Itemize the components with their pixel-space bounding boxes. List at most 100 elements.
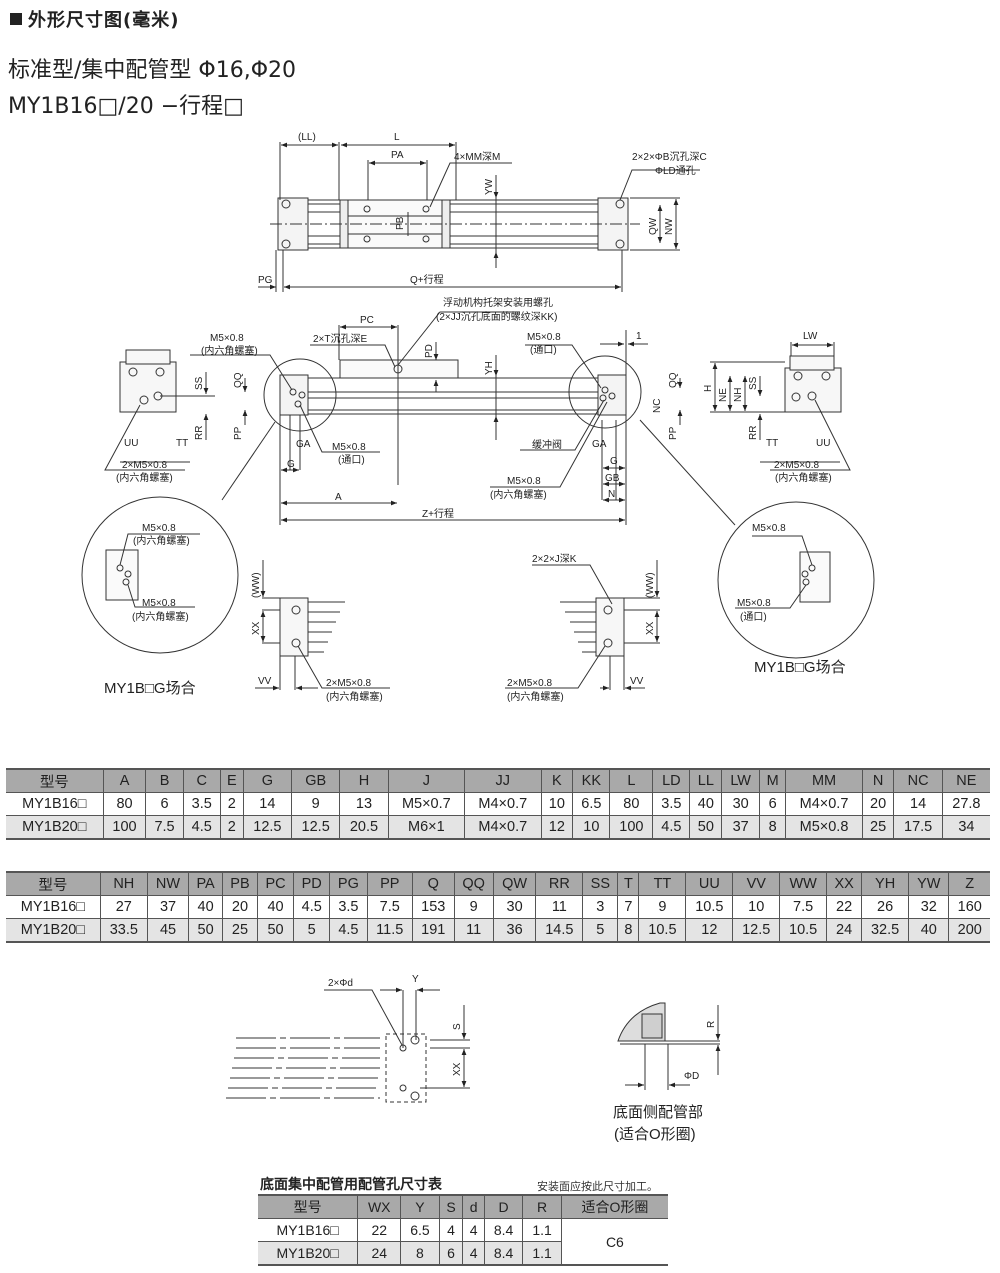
column-header: L (609, 769, 653, 793)
label-q-stroke: Q+行程 (410, 273, 444, 286)
label-ll: (LL) (298, 132, 316, 143)
label-g-left: G (287, 459, 295, 470)
table-cell: 6 (145, 792, 184, 816)
column-header: PG (329, 872, 367, 896)
label-tt-left: TT (176, 438, 188, 449)
section-title: 外形尺寸图(毫米) (10, 6, 179, 32)
table-cell: 2 (219, 815, 244, 839)
column-header: PB (221, 872, 258, 896)
label-ports-left: 2×M5×0.8 (122, 460, 167, 471)
column-header: B (145, 769, 184, 793)
label-counterbore: 2×2×ΦB沉孔深C (632, 150, 707, 163)
table-cell: 7.5 (366, 895, 413, 919)
label-pc: PC (360, 315, 374, 326)
table-cell: 9 (638, 895, 686, 919)
oring-cell: C6 (560, 1218, 668, 1266)
table-cell: 3.5 (182, 792, 221, 816)
label-qq-right: QQ (668, 372, 679, 388)
table-cell: 10.5 (685, 895, 733, 919)
column-header: PD (293, 872, 330, 896)
table-cell: 50 (188, 918, 223, 942)
column-header: J (387, 769, 465, 793)
label-ne: NE (718, 388, 729, 402)
label-ports-note-right: (内六角螺塞) (775, 471, 832, 484)
column-header: LL (689, 769, 722, 793)
table-cell: 40 (188, 895, 223, 919)
right-end-view (710, 342, 851, 471)
column-header: PA (188, 872, 223, 896)
table-cell: MY1B16□ (22, 796, 87, 812)
label-n: N (608, 489, 615, 500)
label-hex-plug: (内六角螺塞) (201, 344, 258, 357)
table-cell: 32 (908, 895, 949, 919)
table-cell: 4 (462, 1241, 485, 1265)
table-cell: 4.5 (293, 895, 330, 919)
label-ww-right: (WW) (645, 572, 656, 598)
label-port-xx: XX (452, 1062, 463, 1076)
column-header: NW (146, 872, 189, 896)
label-rr-left: RR (194, 426, 205, 440)
port-table-note: 安装面应按此尺寸加工。 (537, 1180, 658, 1193)
label-uu-right: UU (816, 438, 830, 449)
label-pp-left: PP (233, 426, 244, 440)
column-header: Y (400, 1195, 440, 1219)
column-header: T (617, 872, 639, 896)
table-cell: 33.5 (99, 918, 148, 942)
left-end-view (104, 349, 215, 471)
detail-right (639, 419, 875, 659)
label-qq-left: QQ (233, 372, 244, 388)
column-header: MM (785, 769, 863, 793)
label-ports-note-bottom-left: (内六角螺塞) (326, 690, 383, 703)
label-thru-port-right: (通口) (530, 344, 557, 356)
label-nc: NC (652, 399, 663, 413)
column-header: RR (535, 872, 583, 896)
table-cell: 8.4 (483, 1241, 523, 1265)
label-port-d: 2×Φd (328, 978, 353, 989)
table-cell: 100 (102, 815, 146, 839)
label-ga-right: GA (592, 439, 607, 450)
column-header: C (182, 769, 221, 793)
table-cell: 200 (948, 918, 990, 942)
table-cell: 14.5 (535, 918, 583, 942)
column-header: UU (685, 872, 733, 896)
label-ports-bottom-left: 2×M5×0.8 (326, 678, 371, 689)
column-header: KK (572, 769, 610, 793)
label-pa: PA (391, 150, 404, 161)
table-cell: 6.5 (572, 792, 610, 816)
label-detail-left-plug-b: (内六角螺塞) (132, 610, 189, 623)
table-cell: 4.5 (182, 815, 221, 839)
label-yh: YH (484, 361, 495, 375)
table-cell: 40 (256, 895, 294, 919)
label-uu-left: UU (124, 438, 138, 449)
column-header: VV (732, 872, 780, 896)
table-cell: 12.5 (291, 815, 340, 839)
table-cell: 7.5 (779, 895, 827, 919)
column-header: S (438, 1195, 463, 1219)
label-pp-right: PP (668, 426, 679, 440)
column-header: 型号 (293, 1199, 322, 1215)
column-header: GB (291, 769, 340, 793)
column-header: H (339, 769, 389, 793)
table-cell: 20 (861, 792, 894, 816)
label-detail-left-m5-a: M5×0.8 (142, 523, 176, 534)
column-header: WW (779, 872, 827, 896)
table-cell: 8 (400, 1241, 440, 1265)
table-cell: 100 (609, 815, 653, 839)
table-cell: 17.5 (893, 815, 943, 839)
label-ss-right: SS (748, 376, 759, 390)
label-pg: PG (258, 275, 273, 286)
label-a: A (335, 492, 342, 503)
table-cell: 10.5 (779, 918, 827, 942)
table-cell: 34 (941, 815, 990, 839)
column-header: TT (638, 872, 686, 896)
label-lw: LW (803, 331, 818, 342)
front-view (190, 311, 683, 525)
table-cell: 30 (721, 792, 760, 816)
column-header: QQ (453, 872, 494, 896)
column-header: 型号 (38, 877, 68, 894)
caption-detail-right: MY1B□G场合 (754, 659, 846, 676)
label-ports-note-bottom-right: (内六角螺塞) (507, 690, 564, 703)
label-pb: PB (395, 216, 406, 230)
